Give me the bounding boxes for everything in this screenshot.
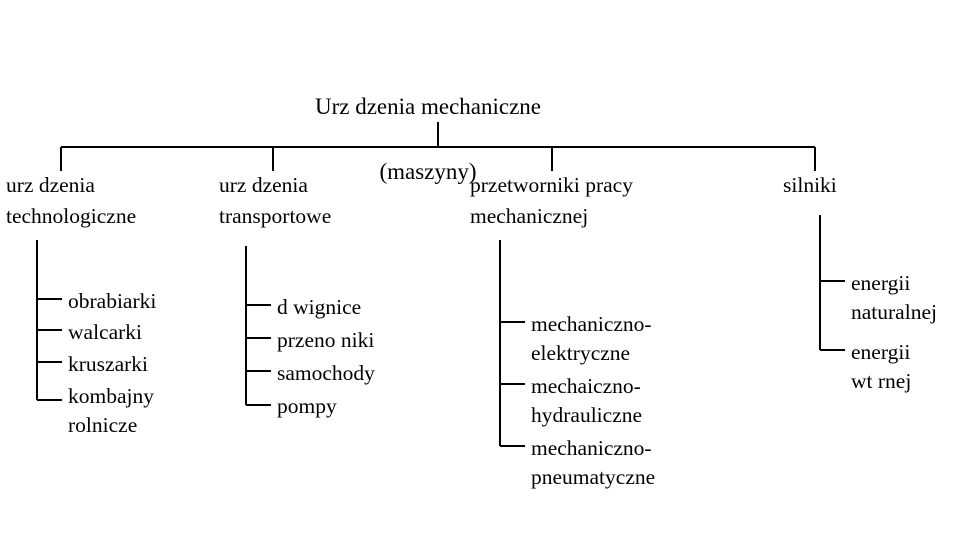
leaf-item: energii naturalnej xyxy=(851,271,937,324)
leaf-item: energii wt rnej xyxy=(851,340,912,393)
leaf-item: mechaniczno- pneumatyczne xyxy=(531,436,656,489)
leaf-item: obrabiarki xyxy=(68,289,157,313)
root-title-line2: (maszyny) xyxy=(379,158,477,184)
leaf-item: pompy xyxy=(277,394,337,418)
category-przetworniki-pracy-mechanicznej: przetworniki pracy mechanicznej xyxy=(470,173,633,228)
root-node: Urz dzenia mechaniczne (maszyny) xyxy=(268,58,588,221)
leaf-item: mechaniczno- elektryczne xyxy=(531,312,652,365)
leaf-item: kruszarki xyxy=(68,352,148,376)
leaf-item: mechaiczno- hydrauliczne xyxy=(531,374,643,427)
leaf-item: samochody xyxy=(277,361,375,385)
category-urzadzenia-technologiczne: urz dzenia technologiczne xyxy=(6,173,137,228)
leaf-item: walcarki xyxy=(68,320,143,344)
leaf-item: kombajny rolnicze xyxy=(68,384,154,437)
category-silniki: silniki xyxy=(783,173,837,197)
root-title-line1: Urz dzenia mechaniczne xyxy=(314,93,542,119)
category-urzadzenia-transportowe: urz dzenia transportowe xyxy=(219,173,332,228)
leaf-item: d wignice xyxy=(277,295,362,319)
leaf-item: przeno niki xyxy=(277,328,375,352)
